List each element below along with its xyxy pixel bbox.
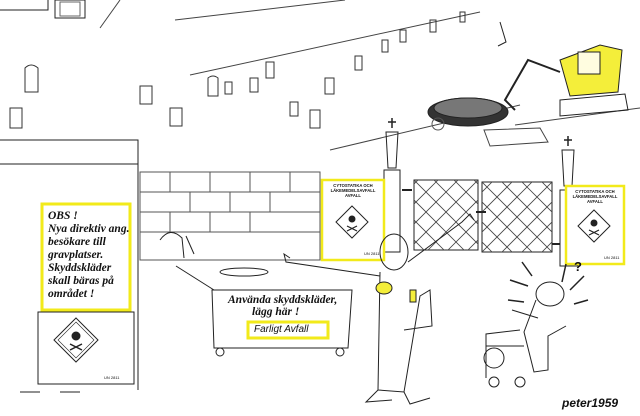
bin-line-2: lägg här ! — [252, 306, 300, 318]
obs-line-4: gravplatser. — [48, 249, 104, 261]
hazard-bin — [175, 265, 353, 357]
headstones — [9, 11, 466, 129]
brick-wall — [139, 171, 321, 261]
grave-flowers — [427, 97, 549, 147]
obs-sign-frame — [37, 202, 135, 385]
fence-bar — [402, 189, 560, 245]
bin-hazard-label: Farligt Avfall — [254, 324, 309, 335]
birds — [159, 232, 195, 259]
building — [0, 0, 86, 19]
cyto2-line-1: CYTOSTATIKA OCH — [575, 189, 615, 194]
obs-line-1: OBS ! — [48, 210, 78, 222]
bin-instructions: Använda skyddskläder, lägg här ! — [228, 294, 337, 318]
obs-line-7: området ! — [48, 288, 95, 300]
cytostatic-label-2-un: UN 2811 — [604, 255, 620, 260]
signature: peter1959 — [562, 396, 619, 410]
cytostatic-label-2-frame — [564, 184, 626, 266]
cytostatic-label-1-title: CYTOSTATIKA OCH LÄKEMEDELSAVFALL AVFALL — [324, 183, 382, 198]
cyto1-line-1: CYTOSTATIKA OCH — [333, 183, 373, 188]
chapel-wall — [0, 139, 139, 393]
obs-line-5: Skyddskläder — [48, 262, 112, 274]
obs-line-6: skall bäras på — [48, 275, 114, 287]
agitation-marks — [507, 261, 589, 305]
hazard-diamond-icon — [53, 317, 99, 363]
lattice-gate — [413, 179, 553, 253]
graveyard-ground — [99, 0, 640, 151]
cyto2-line-2: LÄKEMEDELSAVFALL — [572, 194, 618, 199]
cytostatic-label-1-frame — [320, 178, 386, 262]
cyto2-line-3: AVFALL — [587, 199, 603, 204]
obs-un-code: UN 2811 — [104, 375, 120, 380]
obs-line-2: Nya direktiv ang. — [48, 223, 130, 235]
cytostatic-label-1-un: UN 2811 — [364, 251, 380, 256]
cytostatic-label-2-title: CYTOSTATIKA OCH LÄKEMEDELSAVFALL AVFALL — [568, 189, 622, 204]
excavator-icon — [497, 21, 629, 117]
bin-line-1: Använda skyddskläder, — [228, 294, 338, 306]
worker-figure — [483, 281, 567, 388]
question-mark: ? — [574, 259, 582, 274]
cyto1-line-2: LÄKEMEDELSAVFALL — [330, 188, 376, 193]
cyto1-line-3: AVFALL — [345, 193, 361, 198]
obs-sign-text: OBS ! Nya direktiv ang. besökare till gr… — [48, 210, 129, 301]
guard-figure — [283, 213, 475, 405]
obs-line-3: besökare till — [48, 236, 106, 248]
gate-post-left — [383, 118, 401, 253]
